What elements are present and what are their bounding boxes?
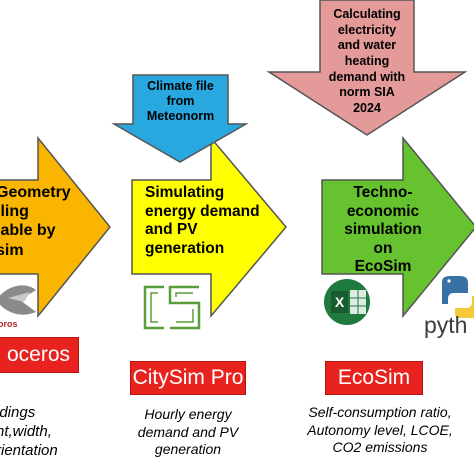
citysim-logo-icon bbox=[143, 285, 201, 330]
input-label-line: Climate file bbox=[147, 79, 214, 93]
input-label-line: heating bbox=[344, 53, 390, 68]
output-line: Self-consumption ratio, bbox=[308, 404, 452, 420]
tool-box-rhinoceros: oceros bbox=[0, 337, 79, 373]
step-label-line: simulation bbox=[344, 221, 422, 239]
input-label-line: norm SIA bbox=[339, 85, 395, 100]
input-label-climate: Climate file from Meteonorm bbox=[133, 79, 228, 124]
step-arrow-geometry bbox=[0, 135, 111, 319]
input-label-line: Meteonorm bbox=[146, 109, 215, 123]
step-label-line: Techno- bbox=[353, 184, 413, 201]
input-label-line: and water bbox=[337, 38, 397, 53]
step-label-line: energy demand bbox=[145, 202, 260, 220]
input-label-line: from bbox=[166, 94, 195, 108]
step-label-line: Simulating bbox=[145, 184, 225, 201]
tool-box-citysim: CitySim Pro bbox=[130, 361, 246, 395]
step-label-line: economic bbox=[346, 202, 420, 220]
tool-box-ecosim: EcoSim bbox=[325, 361, 423, 395]
step-label-simulation: Simulating energy demand and PV generati… bbox=[145, 184, 260, 258]
step-label-line: generation bbox=[145, 239, 225, 257]
python-wordmark: pyth bbox=[424, 312, 467, 338]
step-label-line: and PV bbox=[145, 221, 198, 239]
output-line: CO2 emissions bbox=[332, 439, 428, 455]
output-line: rientation bbox=[0, 441, 58, 459]
input-label-demand: Calculating electricity and water heatin… bbox=[315, 7, 419, 116]
input-arrow-demand bbox=[266, 0, 468, 136]
input-label-line: 2024 bbox=[353, 100, 381, 115]
rhino-logo-icon bbox=[0, 285, 36, 315]
output-text-techno-economic: Self-consumption ratio, Autonomy level, … bbox=[290, 404, 470, 457]
output-line: demand and PV bbox=[137, 423, 239, 440]
excel-logo-icon: X bbox=[324, 279, 370, 325]
input-label-line: electricity bbox=[337, 22, 397, 37]
output-text-geometry: ldings nt,width, rientation bbox=[0, 404, 58, 460]
step-label-line: sim bbox=[0, 241, 24, 259]
input-label-line: demand with bbox=[328, 69, 406, 84]
python-logo-icon: pyth bbox=[424, 276, 474, 338]
step-arrow-simulation bbox=[131, 135, 287, 319]
output-line: nt,width, bbox=[0, 422, 52, 440]
output-line: ldings bbox=[0, 404, 36, 421]
input-label-line: Calculating bbox=[333, 7, 401, 21]
step-label-geometry: Geometry lling lable by sim bbox=[0, 183, 71, 260]
step-label-line: Geometry bbox=[0, 184, 71, 201]
output-line: Autonomy level, LCOE, bbox=[307, 421, 453, 438]
step-label-line: lable by bbox=[0, 222, 56, 240]
output-line: generation bbox=[154, 441, 222, 457]
rhino-logo-text: oros bbox=[0, 319, 18, 329]
excel-letter: X bbox=[335, 294, 345, 310]
step-label-line: lling bbox=[0, 203, 29, 221]
input-arrow-climate bbox=[111, 74, 249, 163]
output-text-simulation: Hourly energy demand and PV generation bbox=[126, 406, 250, 459]
step-label-techno-economic: Techno- economic simulation on EcoSim bbox=[343, 184, 423, 277]
step-arrow-techno-economic bbox=[321, 135, 474, 319]
step-label-line: on EcoSim bbox=[354, 239, 412, 276]
output-line: Hourly energy bbox=[144, 406, 232, 422]
